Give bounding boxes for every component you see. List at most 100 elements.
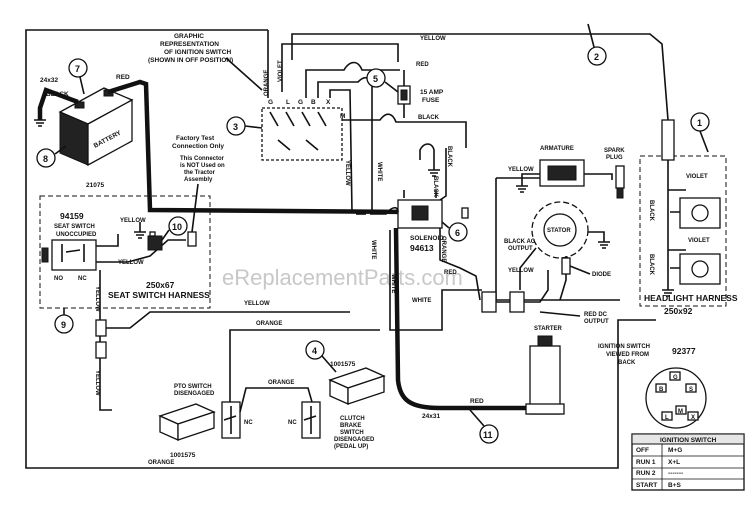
factory-test-line-2: Connection Only: [172, 143, 224, 150]
callout-11: 11: [469, 409, 499, 444]
wire-label-black-hl1: BLACK: [648, 200, 654, 222]
factory-note-3: the Tractor: [184, 170, 216, 176]
ig-table-r3-c1: RUN 2: [636, 470, 656, 477]
callout-2: 2: [587, 23, 607, 66]
ig-term-b: B: [311, 99, 316, 106]
ig-back-part: 92377: [672, 346, 696, 356]
ig-term-g2: G: [298, 99, 303, 106]
seat-switch: 94159 SEAT SWITCH UNOCCUPIED NO NC: [41, 211, 97, 282]
clutch-brake-switch: NC 1001575 CLUTCH BRAKE SWITCH DISENGAGE…: [288, 361, 386, 450]
wire-sol-white-down: [389, 230, 482, 331]
headlight-part: 250x92: [664, 306, 693, 316]
starter-cable: [393, 227, 530, 411]
seat-switch-part: 94159: [60, 211, 84, 221]
battery-part-number: 21075: [86, 182, 104, 189]
wire-label-white-sol: WHITE: [370, 240, 376, 259]
headlight-harness: VIOLET VIOLET BLACK BLACK HEADLIGHT HARN…: [644, 119, 738, 316]
red-dc-label-2: OUTPUT: [584, 319, 609, 325]
wire-pto-clutch: [239, 387, 313, 413]
wire-label-red-starter: RED: [470, 398, 484, 405]
ig-back-x: X: [691, 415, 695, 421]
solenoid-label: SOLENOID: [410, 235, 444, 242]
clutch-label-1: CLUTCH: [340, 416, 365, 422]
clutch-label-5: (PEDAL UP): [334, 444, 368, 450]
ig-back-label-1: IGNITION SWITCH: [598, 344, 650, 350]
ig-back-b: B: [659, 387, 664, 393]
fuse-label-1: 15 AMP: [420, 89, 444, 96]
armature-ground: [516, 173, 540, 193]
wire-label-yellow-seat1: YELLOW: [120, 218, 146, 224]
ig-back-label-3: BACK: [618, 360, 636, 366]
ig-back-l: L: [665, 415, 669, 421]
ig-back-s: S: [689, 387, 693, 393]
callout-7: 7: [68, 58, 88, 95]
seat-switch-label-2: UNOCCUPIED: [56, 232, 97, 238]
wire-label-black: BLACK: [46, 91, 69, 98]
ignition-title-4: (SHOWN IN OFF POSITION): [148, 57, 233, 64]
ig-back-g: G: [673, 375, 678, 381]
pto-label-2: DISENGAGED: [174, 391, 215, 397]
wire-label-yellow-arm: YELLOW: [508, 167, 534, 173]
wire-label-red: RED: [116, 74, 130, 81]
callout-3-text: 3: [233, 122, 238, 132]
ig-table-r1-c1: OFF: [636, 447, 649, 454]
ig-table-title: IGNITION SWITCH: [660, 437, 717, 444]
spark-plug: SPARK PLUG: [604, 148, 625, 199]
wire-ig-black: [342, 113, 467, 148]
armature: ARMATURE: [539, 146, 613, 187]
wire-label-yellow-stator: YELLOW: [508, 268, 534, 274]
callout-1-text: 1: [697, 118, 702, 128]
ignition-switch-table: IGNITION SWITCH OFF M+G RUN 1 X+L RUN 2 …: [631, 433, 745, 491]
black-ac-label-1: BLACK AC: [504, 239, 536, 245]
callout-7-text: 7: [75, 64, 80, 74]
ig-back-m: M: [678, 409, 683, 415]
wire-seat-yellow-long: [106, 311, 350, 329]
wire-label-black-sol2: BLACK: [446, 146, 452, 168]
ig-back-label-2: VIEWED FROM: [606, 352, 649, 358]
ignition-switch-back: IGNITION SWITCH VIEWED FROM BACK 92377 G…: [598, 344, 707, 429]
factory-test-connector: Factory Test Connection Only This Connec…: [172, 135, 225, 247]
battery-positive-cable: [107, 79, 413, 215]
callout-10-text: 10: [172, 222, 182, 232]
wire-label-orange-pto: ORANGE: [256, 321, 282, 327]
battery-negative-cable: [37, 87, 79, 120]
engine-connectors: [481, 270, 549, 313]
red-dc-label-1: RED DC: [584, 312, 608, 318]
solenoid-ground: [419, 143, 440, 177]
ignition-switch-graphic: GRAPHIC REPRESENTATION OF IGNITION SWITC…: [148, 33, 345, 161]
wire-sol-white-in: [370, 206, 399, 215]
seat-harness-label: SEAT SWITCH HARNESS: [108, 290, 210, 300]
factory-note-4: Assembly: [184, 177, 213, 183]
ig-table-r3-c2: -------: [668, 470, 683, 477]
wire-seat-down: [99, 270, 112, 411]
seat-switch-wires: [96, 234, 186, 263]
factory-note-2: is NOT Used on: [180, 163, 225, 169]
wire-ig-yellow: [329, 89, 353, 213]
ignition-title-1: GRAPHIC: [174, 33, 204, 40]
callout-1: 1: [690, 112, 710, 153]
wire-label-white-sol2: WHITE: [390, 274, 396, 293]
pto-label-1: PTO SWITCH: [174, 384, 212, 390]
wire-ig-red: [305, 61, 400, 98]
ground-symbol-seat: [134, 222, 146, 239]
seat-switch-nc: NC: [78, 276, 87, 282]
ignition-title-3: OF IGNITION SWITCH: [164, 49, 231, 56]
callout-11-text: 11: [483, 430, 493, 440]
clutch-nc: NC: [288, 420, 297, 426]
callout-9-text: 9: [61, 320, 66, 330]
callout-5-text: 5: [373, 74, 378, 84]
wire-top-inner: [281, 43, 399, 92]
battery-cable-part: 24x32: [40, 77, 58, 84]
wire-label-yellow-seat2: YELLOW: [118, 260, 144, 266]
seat-harness-part: 250x67: [146, 280, 175, 290]
wire-label-red-sol: RED: [444, 270, 457, 276]
fuse: 15 AMP FUSE: [397, 70, 444, 118]
ig-table-r2-c1: RUN 1: [636, 459, 656, 466]
pto-nc: NC: [244, 420, 253, 426]
seat-switch-no: NO: [54, 276, 63, 282]
callout-5: 5: [366, 68, 399, 93]
spark-plug-label-1: SPARK: [604, 148, 625, 154]
clutch-part: 1001575: [330, 361, 356, 368]
spark-plug-label-2: PLUG: [606, 155, 623, 161]
